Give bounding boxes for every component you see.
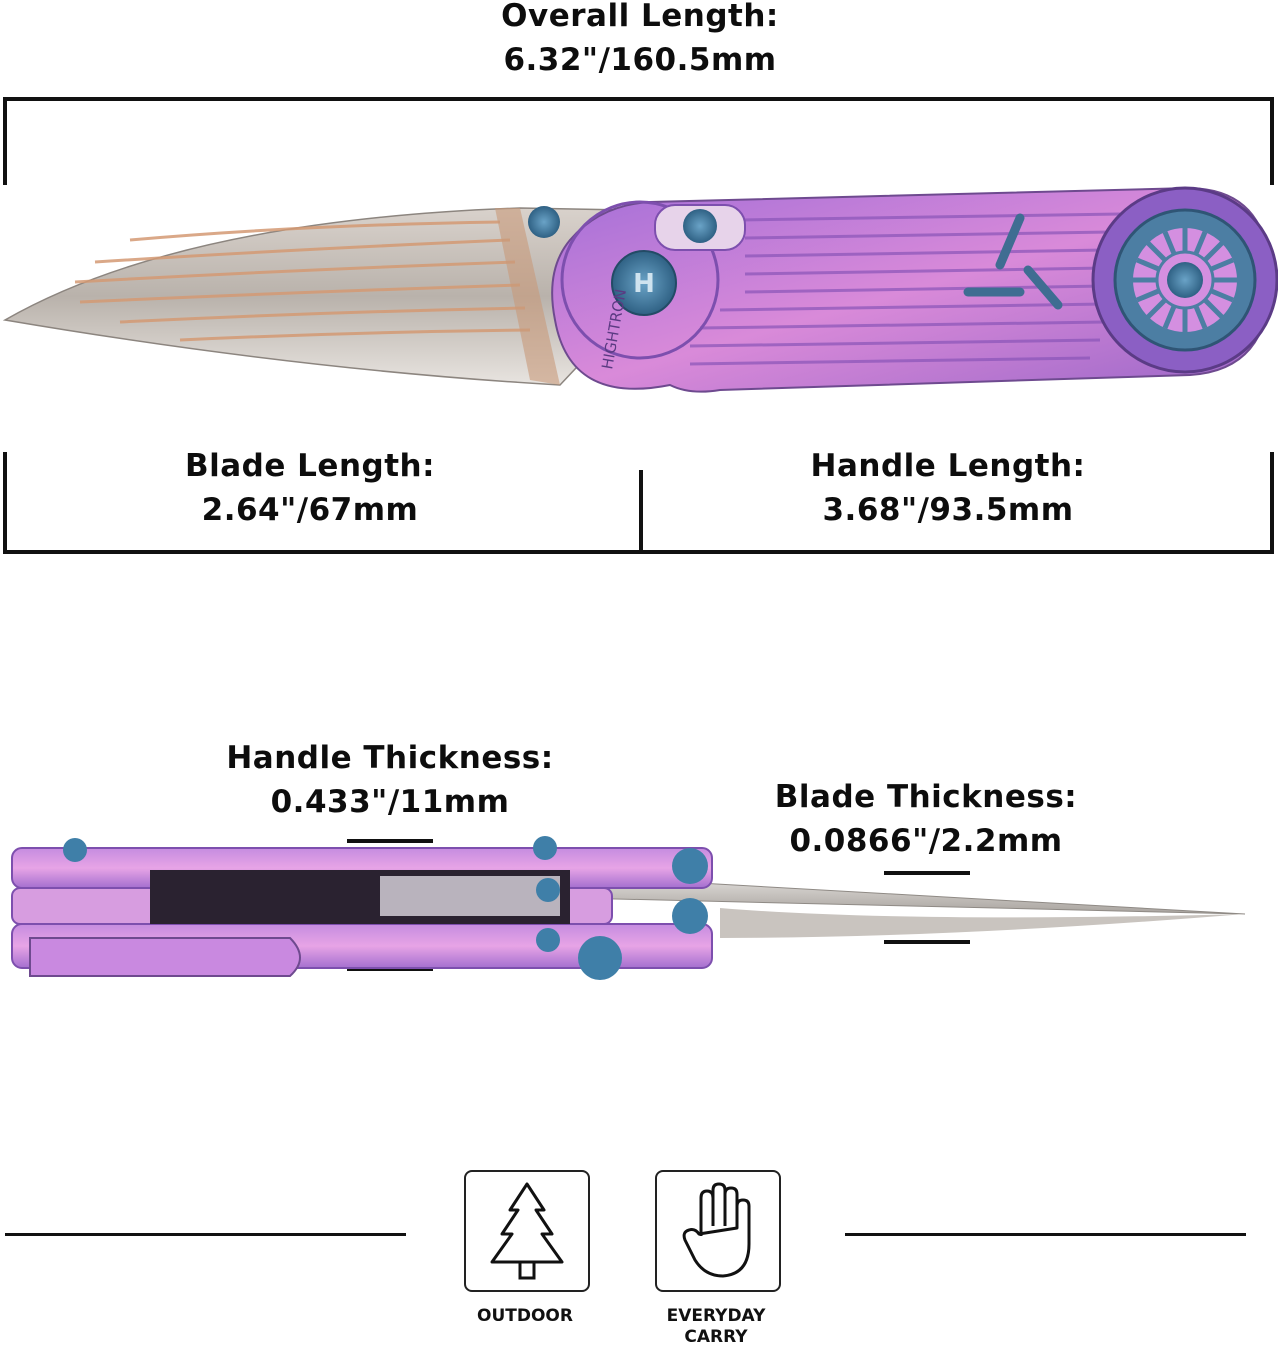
handle-thickness-label: Handle Thickness: 0.433"/11mm xyxy=(180,736,600,824)
knife-spine-view xyxy=(11,836,1246,980)
length-bracket-right xyxy=(1270,452,1274,554)
length-bracket-left xyxy=(3,452,7,554)
tree-icon xyxy=(490,1182,564,1280)
everyday-carry-caption: EVERYDAY CARRY xyxy=(638,1306,794,1348)
blade-thickness-value: 0.0866"/2.2mm xyxy=(789,823,1063,859)
blade-thickness-title: Blade Thickness: xyxy=(774,779,1078,815)
overall-bracket-left xyxy=(3,97,7,185)
overall-length-title: Overall Length: xyxy=(501,0,779,34)
length-bracket-bottom xyxy=(3,550,1274,554)
everyday-carry-label-1: EVERYDAY xyxy=(666,1306,766,1326)
feature-divider-right xyxy=(845,1233,1246,1236)
overall-length-label: Overall Length: 6.32"/160.5mm xyxy=(390,0,890,82)
handle-thickness-title: Handle Thickness: xyxy=(226,740,554,776)
handle-thickness-value: 0.433"/11mm xyxy=(270,784,510,820)
blade-length-title: Blade Length: xyxy=(184,448,435,484)
overall-length-value: 6.32"/160.5mm xyxy=(503,42,777,78)
outdoor-caption: OUTDOOR xyxy=(447,1306,603,1327)
knife-side-view: H HIGHTRON xyxy=(2,186,1278,393)
blade-thickness-marker-top xyxy=(884,871,970,875)
blade-length-value: 2.64"/67mm xyxy=(201,492,419,528)
handle-length-value: 3.68"/93.5mm xyxy=(822,492,1074,528)
overall-bracket-top xyxy=(3,97,1274,101)
overall-bracket-right xyxy=(1270,97,1274,185)
everyday-carry-feature-box xyxy=(655,1170,781,1292)
blade-thickness-marker-bottom xyxy=(884,940,970,944)
brand-logo-mark: H xyxy=(633,269,655,299)
handle-length-label: Handle Length: 3.68"/93.5mm xyxy=(748,444,1148,532)
outdoor-label: OUTDOOR xyxy=(477,1306,573,1326)
feature-divider-left xyxy=(5,1233,406,1236)
handle-length-title: Handle Length: xyxy=(810,448,1086,484)
length-bracket-divider xyxy=(639,470,643,554)
blade-length-label: Blade Length: 2.64"/67mm xyxy=(110,444,510,532)
hand-icon xyxy=(682,1182,751,1278)
outdoor-feature-box xyxy=(464,1170,590,1292)
blade-thickness-label: Blade Thickness: 0.0866"/2.2mm xyxy=(716,775,1136,863)
handle-thickness-marker-top xyxy=(347,839,433,843)
everyday-carry-label-2: CARRY xyxy=(684,1327,748,1347)
